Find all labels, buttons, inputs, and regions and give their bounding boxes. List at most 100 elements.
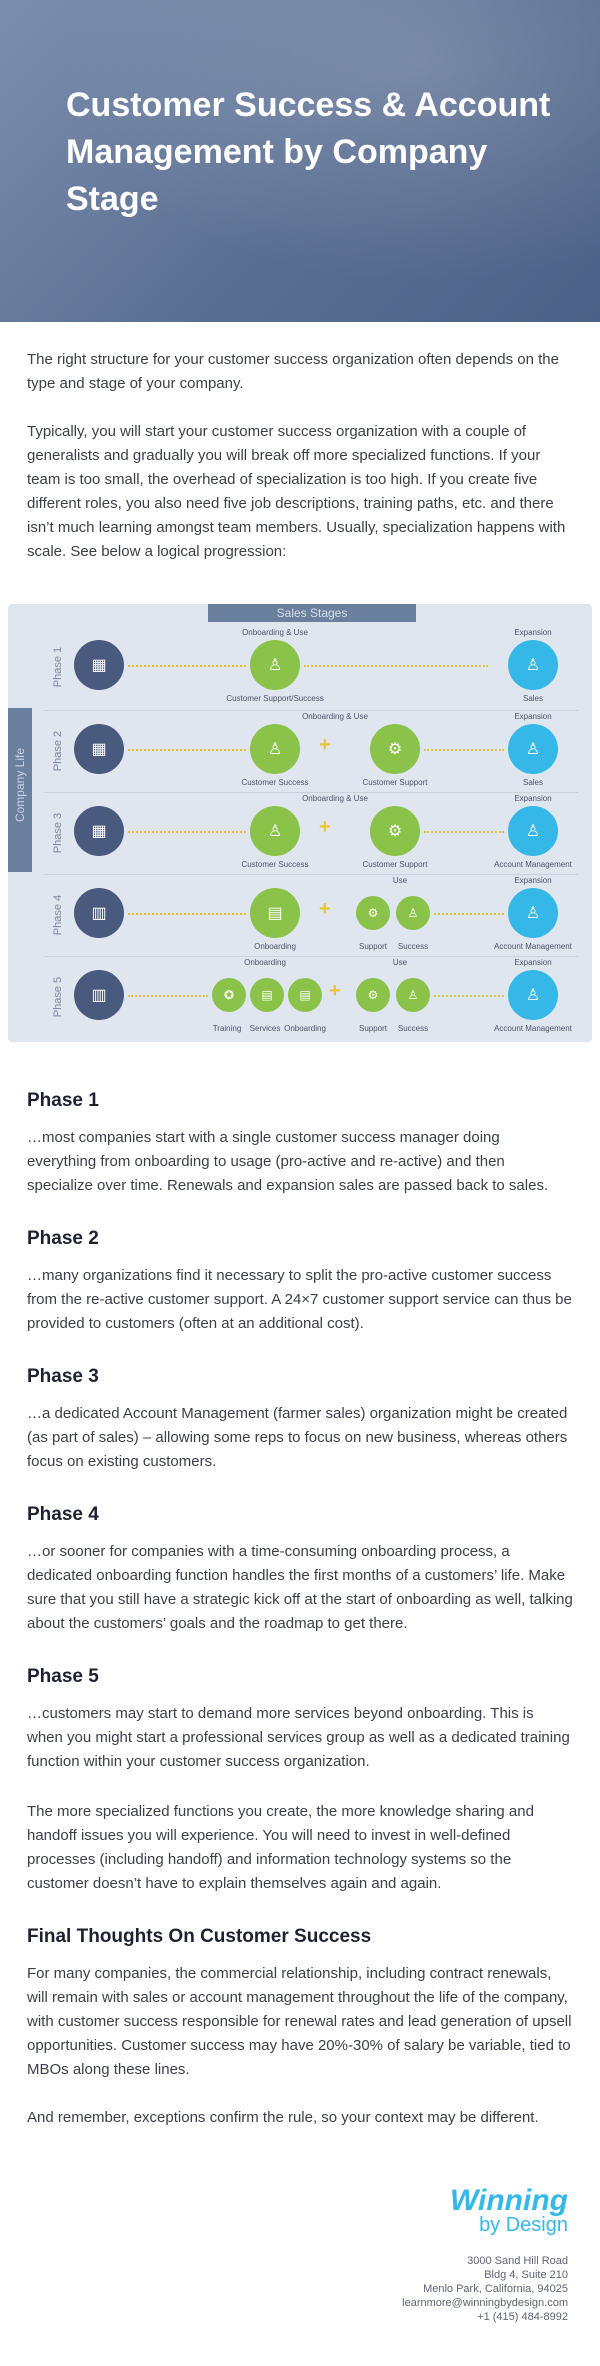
phase-diagram: Sales Stages Company Life Phase 1 ▦ Onbo… (8, 604, 592, 1042)
phase-row-1: Phase 1 ▦ Onboarding & Use ♙ Customer Su… (34, 628, 584, 703)
buildings-icon: ▥ (74, 970, 124, 1020)
plus-icon: + (319, 816, 331, 838)
connector-line (128, 995, 208, 997)
sales-stages-bar: Sales Stages (208, 604, 416, 622)
connector-line (434, 995, 504, 997)
role-caption: Onboarding (284, 1024, 326, 1033)
role-caption: Support (358, 1024, 388, 1033)
role-caption: Account Management (494, 942, 572, 951)
address-street: 3000 Sand Hill Road (467, 2255, 568, 2267)
contact-phone: +1 (415) 484-8992 (477, 2311, 568, 2323)
role-caption: Training (212, 1024, 242, 1033)
hero-photo-overlay (0, 0, 600, 322)
connector-line (424, 831, 504, 833)
phase-sections: Phase 1 …most companies start with a sin… (0, 1090, 600, 2130)
person-icon: ♙ (508, 724, 558, 774)
winning-by-design-logo: Winning by Design (450, 2184, 568, 2237)
role-caption: Success (397, 1024, 429, 1033)
gear-icon: ⚙ (356, 978, 390, 1012)
address-suite: Bldg 4, Suite 210 (484, 2269, 568, 2281)
intro-paragraph-1: The right structure for your customer su… (27, 351, 559, 392)
stage-caption: Onboarding (244, 958, 286, 967)
logo-tagline: by Design (479, 2214, 568, 2236)
connector-line (128, 749, 246, 751)
phase-label: Phase 1 (52, 646, 64, 688)
desk-icon: ♙ (508, 806, 558, 856)
stage-caption: Expansion (514, 958, 552, 967)
page-title: Customer Success & Account Management by… (66, 86, 551, 218)
logo-wordmark: Winning (449, 2184, 568, 2217)
hero-banner: Customer Success & Account Management by… (0, 0, 600, 322)
person-icon: ♙ (396, 896, 430, 930)
intro-paragraph-2: Typically, you will start your customer … (27, 423, 566, 560)
building-icon: ▦ (74, 640, 124, 690)
phase-label: Phase 3 (52, 812, 64, 854)
section-heading: Phase 1 (27, 1090, 99, 1111)
person-icon: ♙ (250, 724, 300, 774)
desk-icon: ♙ (508, 970, 558, 1020)
person-icon: ♙ (250, 640, 300, 690)
role-caption: Sales (522, 778, 543, 787)
gear-icon: ⚙ (356, 896, 390, 930)
plus-icon: + (319, 734, 331, 756)
role-caption: Customer Success (241, 778, 309, 787)
final-thoughts-body: For many companies, the commercial relat… (27, 1965, 572, 2078)
section-heading: Phase 4 (27, 1504, 99, 1525)
gear-icon: ⚙ (370, 806, 420, 856)
closing-paragraph: The more specialized functions you creat… (27, 1803, 534, 1892)
stage-caption: Expansion (514, 712, 552, 721)
role-caption: Sales (522, 694, 543, 703)
person-icon: ♙ (396, 978, 430, 1012)
plus-icon: + (329, 980, 341, 1002)
presentation-icon: ▤ (250, 888, 300, 938)
building-icon: ▦ (74, 806, 124, 856)
presentation-icon: ▤ (288, 978, 322, 1012)
role-caption: Customer Support (362, 860, 428, 869)
company-life-bar: Company Life (8, 708, 32, 872)
role-caption: Services (249, 1024, 281, 1033)
medal-icon: ✪ (212, 978, 246, 1012)
contact-email: learnmore@winningbydesign.com (402, 2297, 568, 2309)
stage-caption: Use (392, 876, 408, 885)
role-caption: Account Management (494, 860, 572, 869)
section-heading: Phase 5 (27, 1666, 99, 1687)
section-body: …most companies start with a single cust… (27, 1129, 549, 1194)
final-thoughts-heading: Final Thoughts On Customer Success (27, 1926, 372, 1947)
phase-label: Phase 4 (52, 894, 64, 936)
connector-line (128, 665, 246, 667)
company-life-label: Company Life (13, 747, 27, 823)
phase-label: Phase 5 (52, 976, 64, 1018)
stage-caption: Use (392, 958, 408, 967)
person-icon: ♙ (250, 806, 300, 856)
stage-caption: Onboarding & Use (242, 628, 308, 637)
connector-line (128, 831, 246, 833)
role-caption: Success (397, 942, 429, 951)
role-caption: Customer Success (241, 860, 309, 869)
divider (44, 874, 578, 875)
role-caption: Support (358, 942, 388, 951)
desk-icon: ♙ (508, 888, 558, 938)
phase-row-5: Phase 5 ▥ Onboarding ✪ ▤ ▤ Training Serv… (34, 958, 584, 1042)
section-body: …or sooner for companies with a time-con… (27, 1543, 573, 1632)
role-caption: Customer Support (362, 778, 428, 787)
stage-caption: Expansion (514, 794, 552, 803)
section-body: …customers may start to demand more serv… (27, 1705, 570, 1770)
footer: Winning by Design 3000 Sand Hill Road Bl… (0, 2130, 600, 2330)
connector-line (304, 665, 488, 667)
company-address: 3000 Sand Hill Road Bldg 4, Suite 210 Me… (402, 2254, 568, 2324)
role-caption: Customer Support/Success (226, 694, 324, 703)
stage-caption: Expansion (514, 876, 552, 885)
divider (44, 956, 578, 957)
stage-caption: Expansion (514, 628, 552, 637)
role-caption: Account Management (494, 1024, 572, 1033)
divider (44, 710, 578, 711)
stage-caption: Onboarding & Use (302, 794, 368, 803)
tower-icon: ▥ (74, 888, 124, 938)
remember-paragraph: And remember, exceptions confirm the rul… (27, 2109, 539, 2126)
phase-row-4: Phase 4 ▥ ▤ Onboarding + Use ⚙ ♙ Support… (34, 876, 584, 951)
section-heading: Phase 3 (27, 1366, 99, 1387)
address-city: Menlo Park, California, 94025 (423, 2283, 568, 2295)
role-caption: Onboarding (254, 942, 296, 951)
stage-caption: Onboarding & Use (302, 712, 368, 721)
main-content: The right structure for your customer su… (0, 348, 600, 564)
